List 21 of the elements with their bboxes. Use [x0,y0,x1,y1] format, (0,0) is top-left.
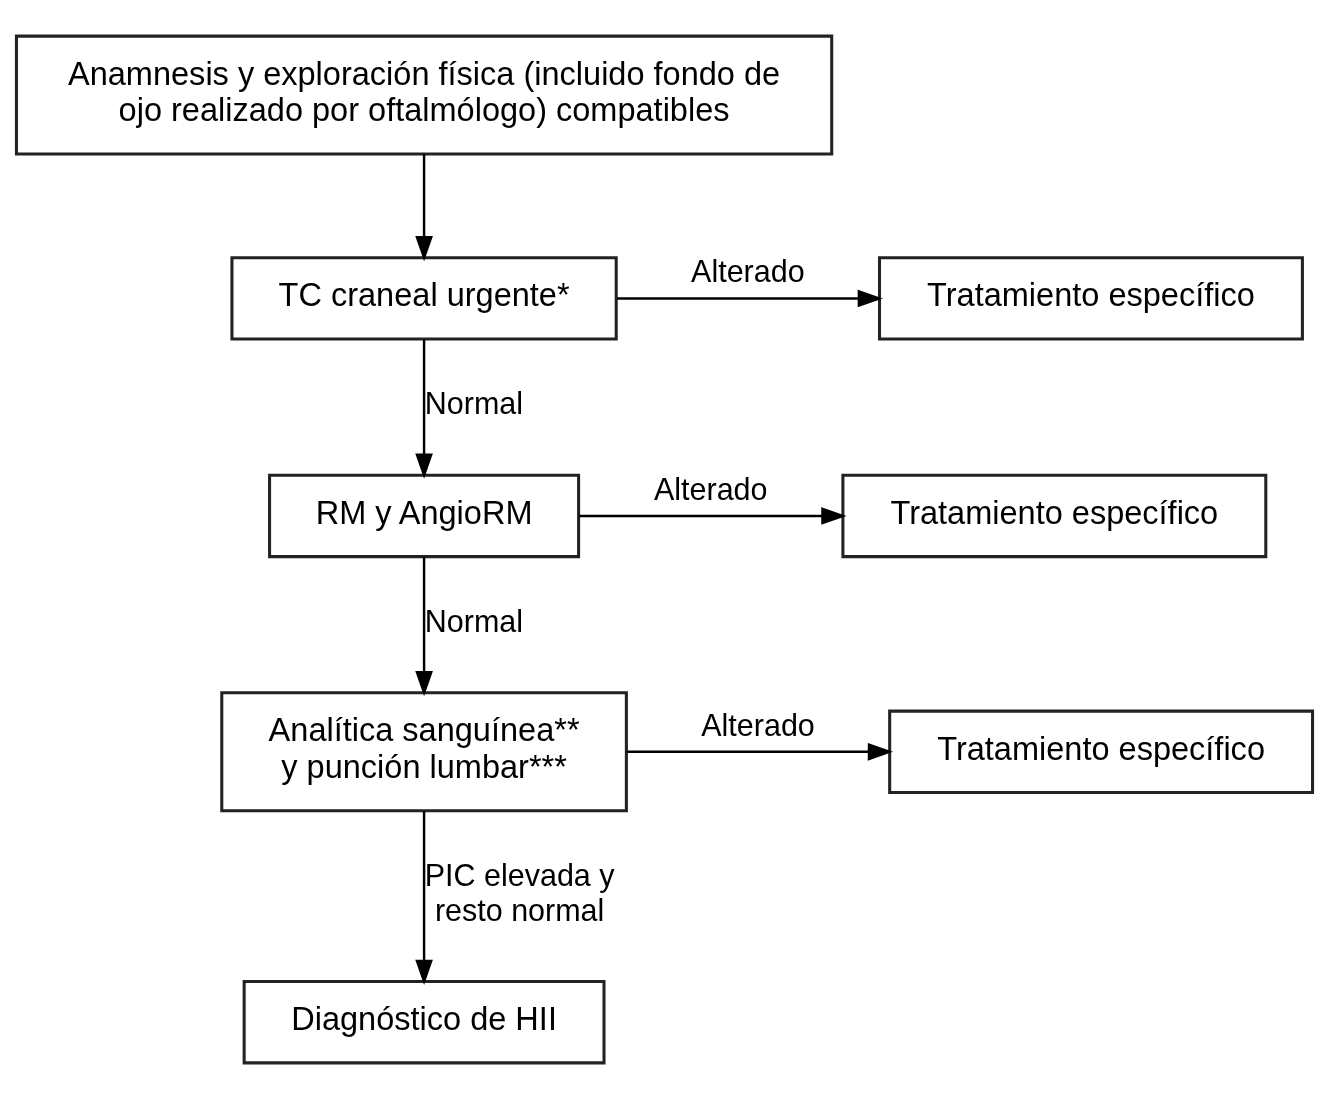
node-box: Anamnesis y exploración física (incluido fondo de ojo realizado por oftalmólogo) compatibles [14,34,834,156]
edge-label: Normal [424,386,524,421]
node-box: Diagnóstico de HII [242,980,606,1065]
arrow [616,289,883,308]
arrow [627,742,893,761]
node-box: Tratamiento específico [888,709,1315,794]
edge-label: Alterado [653,471,768,506]
node-box: Tratamiento específico [841,473,1268,559]
edge-label: PIC elevada y resto normal [424,857,615,927]
node-box: RM y AngioRM [268,473,581,559]
arrow [415,556,433,697]
arrow [415,339,433,479]
node-box: TC craneal urgente* [230,256,618,341]
edge-label: Alterado [701,707,815,742]
arrow [579,507,847,525]
arrow [415,810,433,985]
edge-label: Alterado [691,254,805,289]
edge-label: Normal [424,603,524,638]
node-box: Tratamiento específico [877,256,1304,341]
node-box: Analítica sanguínea** y punción lumbar*** [220,691,628,813]
arrow [415,154,433,262]
